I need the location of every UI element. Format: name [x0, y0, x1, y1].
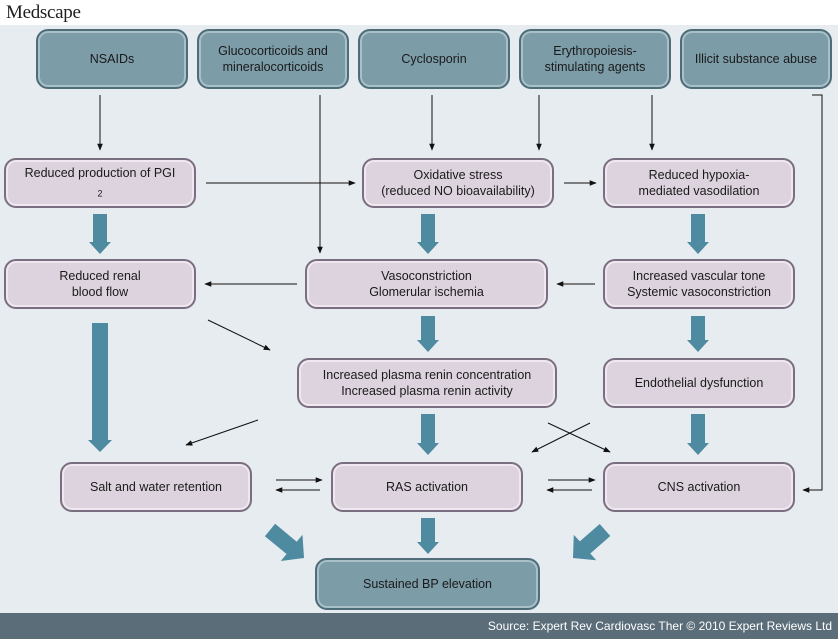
arrow-illicit-to-cns [802, 94, 823, 493]
block-arrow-renin-to-ras [417, 414, 439, 455]
block-arrow-renal-to-salt [88, 323, 112, 452]
node-illicit: Illicit substance abuse [680, 29, 832, 89]
arrow-cross-to-cns [547, 422, 611, 453]
node-endothelial-dysfunction: Endothelial dysfunction [603, 358, 795, 408]
node-sustained-bp-elevation: Sustained BP elevation [315, 558, 540, 610]
node-cyclosporin: Cyclosporin [358, 29, 510, 89]
arrow-renal-to-renin [207, 319, 271, 351]
block-arrow-pgi2-to-renal [89, 214, 111, 254]
block-arrow-oxidative-to-vasoconstriction [417, 214, 439, 254]
arrow-to-salt-retention [185, 419, 259, 446]
block-arrow-tone-to-endothelial [687, 316, 709, 352]
node-nsaids: NSAIDs [36, 29, 188, 89]
block-arrow-endothelial-to-cns [687, 414, 709, 455]
block-arrow-hypoxia-to-tone [687, 214, 709, 254]
block-arrow-ras-to-bp [417, 518, 439, 554]
source-footer: Source: Expert Rev Cardiovasc Ther © 201… [0, 613, 838, 639]
block-arrow-salt-to-bp [264, 523, 304, 561]
node-ras-activation: RAS activation [331, 462, 523, 512]
block-arrow-cns-to-bp [573, 524, 611, 561]
node-oxidative-stress: Oxidative stress(reduced NO bioavailabil… [362, 158, 554, 208]
node-esa: Erythropoiesis-stimulating agents [519, 29, 671, 89]
arrow-cross-to-ras [531, 422, 591, 453]
block-arrow-vasoconstriction-to-renin [417, 316, 439, 352]
node-cns-activation: CNS activation [603, 462, 795, 512]
medscape-logo: Medscape [6, 2, 81, 23]
node-salt-water-retention: Salt and water retention [60, 462, 252, 512]
node-reduced-hypoxia-vasodilation: Reduced hypoxia-mediated vasodilation [603, 158, 795, 208]
